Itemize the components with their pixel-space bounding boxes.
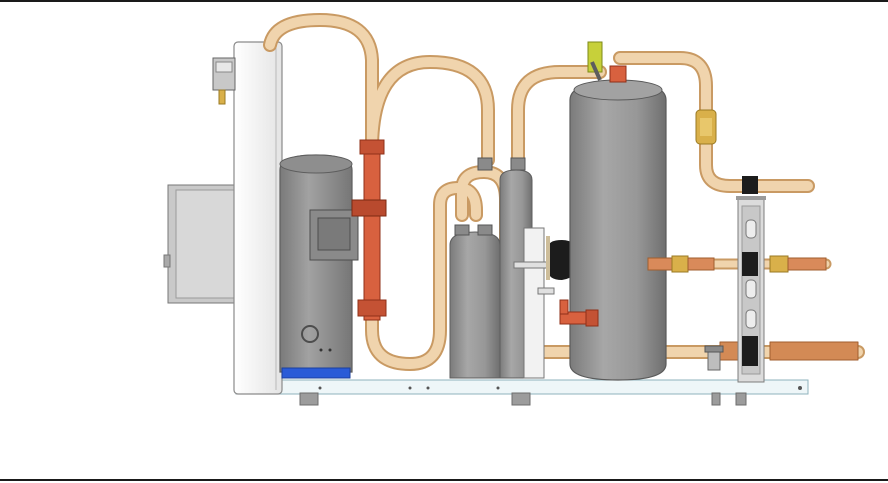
service-valve: [704, 345, 724, 371]
blue-pad: [281, 367, 351, 379]
pressure-switch-icon: [212, 57, 236, 105]
compressor: [279, 154, 359, 379]
vertical-panel: [233, 41, 283, 395]
top-border-rule: [0, 0, 888, 2]
electrical-box: [163, 184, 243, 304]
base-frame: [235, 379, 809, 406]
receiver-tank: [569, 41, 667, 381]
short-tank: [449, 224, 501, 379]
brass-fittings: [647, 255, 827, 273]
sight-glass-icon: [695, 109, 717, 145]
bottom-border-rule: [0, 479, 888, 481]
ball-valve-icon: [559, 299, 599, 327]
right-support-post: [736, 176, 766, 383]
discharge-line: [351, 139, 387, 321]
